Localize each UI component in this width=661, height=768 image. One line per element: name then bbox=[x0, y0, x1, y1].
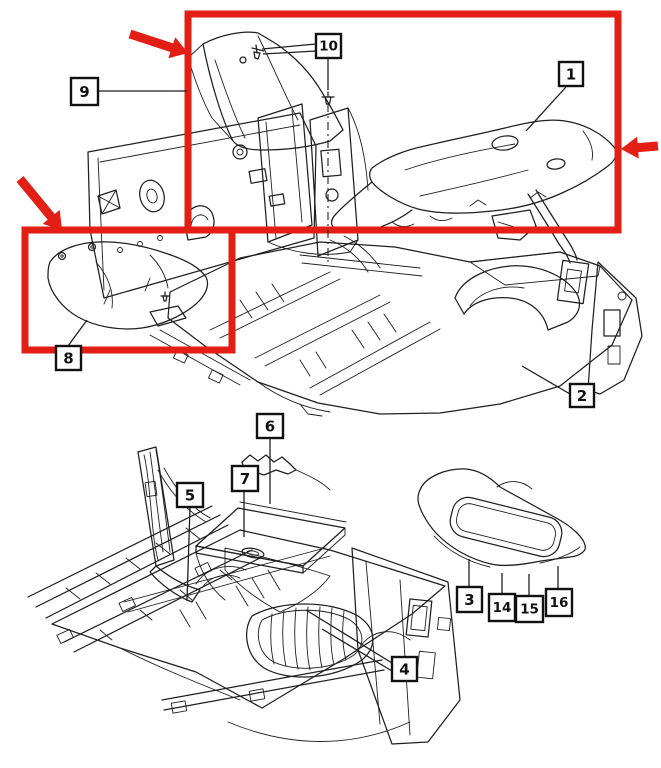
highlight-arrow-icon bbox=[16, 176, 62, 230]
callout-number-label: 4 bbox=[399, 661, 409, 679]
callout-number-label: 10 bbox=[319, 39, 338, 55]
callout-box[interactable] bbox=[175, 481, 205, 509]
callout-box[interactable] bbox=[255, 412, 285, 440]
callout-box[interactable] bbox=[514, 594, 545, 624]
callout-number-label: 2 bbox=[577, 387, 587, 405]
highlight-arrow-icon bbox=[621, 136, 659, 159]
callout-3[interactable]: 3 bbox=[455, 559, 484, 614]
callout-layer: 1 2 3 4 5 6 7 8 9 10 14 15 16 bbox=[54, 32, 596, 683]
callout-14[interactable]: 14 bbox=[487, 573, 517, 623]
callout-leader-line bbox=[262, 50, 317, 55]
highlight-rect-front-carpet-zone bbox=[184, 10, 622, 234]
callout-box[interactable] bbox=[568, 382, 596, 409]
callout-15[interactable]: 15 bbox=[514, 574, 545, 624]
callout-box[interactable] bbox=[487, 592, 517, 623]
callout-10[interactable]: 10 bbox=[261, 32, 343, 266]
callout-leader-line bbox=[261, 43, 317, 50]
highlight-rect-side-pad-zone bbox=[21, 226, 236, 354]
callout-leader-line bbox=[525, 86, 567, 132]
callout-box[interactable] bbox=[557, 60, 585, 88]
callout-number-label: 6 bbox=[265, 418, 275, 436]
callout-box[interactable] bbox=[544, 587, 574, 618]
callout-leader-line bbox=[186, 506, 191, 602]
callout-number-label: 8 bbox=[63, 350, 73, 368]
callout-5[interactable]: 5 bbox=[175, 481, 205, 602]
push-pin-icon bbox=[321, 91, 335, 105]
push-pin-icon bbox=[160, 291, 170, 302]
callout-1[interactable]: 1 bbox=[525, 60, 585, 132]
callout-number-label: 3 bbox=[464, 591, 474, 609]
callout-leader-line bbox=[321, 628, 393, 672]
rear-floorpan-outline bbox=[51, 529, 446, 709]
callout-box[interactable] bbox=[230, 464, 260, 493]
callout-leader-line bbox=[67, 319, 88, 347]
callout-box[interactable] bbox=[314, 32, 343, 60]
callout-16[interactable]: 16 bbox=[544, 566, 574, 618]
callout-number-label: 9 bbox=[79, 83, 89, 101]
callout-number-label: 7 bbox=[240, 470, 250, 488]
callout-box[interactable] bbox=[455, 585, 484, 614]
callout-9[interactable]: 9 bbox=[69, 76, 187, 107]
callout-leader-line bbox=[521, 365, 571, 395]
lower-floorpan-line-art bbox=[27, 446, 586, 745]
callout-number-label: 1 bbox=[566, 66, 576, 84]
callout-number-label: 16 bbox=[550, 595, 569, 611]
callout-2[interactable]: 2 bbox=[521, 365, 596, 409]
highlight-overlay-layer bbox=[16, 10, 659, 354]
callout-number-label: 15 bbox=[520, 602, 539, 618]
callout-leader-line bbox=[305, 609, 393, 664]
floorpan-outline bbox=[167, 241, 633, 415]
upper-floorpan-line-art bbox=[47, 31, 643, 417]
callout-4[interactable]: 4 bbox=[305, 609, 419, 683]
callout-box[interactable] bbox=[69, 76, 100, 107]
highlight-arrow-icon bbox=[128, 29, 188, 59]
callout-6[interactable]: 6 bbox=[255, 412, 285, 504]
callout-8[interactable]: 8 bbox=[54, 319, 88, 372]
callout-7[interactable]: 7 bbox=[230, 464, 260, 537]
callout-number-label: 5 bbox=[185, 487, 195, 505]
cowl-trim-outline bbox=[202, 31, 344, 151]
front-carpet-outline bbox=[369, 119, 617, 214]
callout-number-label: 14 bbox=[493, 600, 512, 616]
callout-box[interactable] bbox=[54, 344, 83, 372]
side-pad-outline bbox=[47, 241, 209, 330]
cargo-mat-outline bbox=[417, 468, 586, 567]
callout-box[interactable] bbox=[390, 655, 419, 683]
push-pin-icon bbox=[251, 44, 265, 60]
